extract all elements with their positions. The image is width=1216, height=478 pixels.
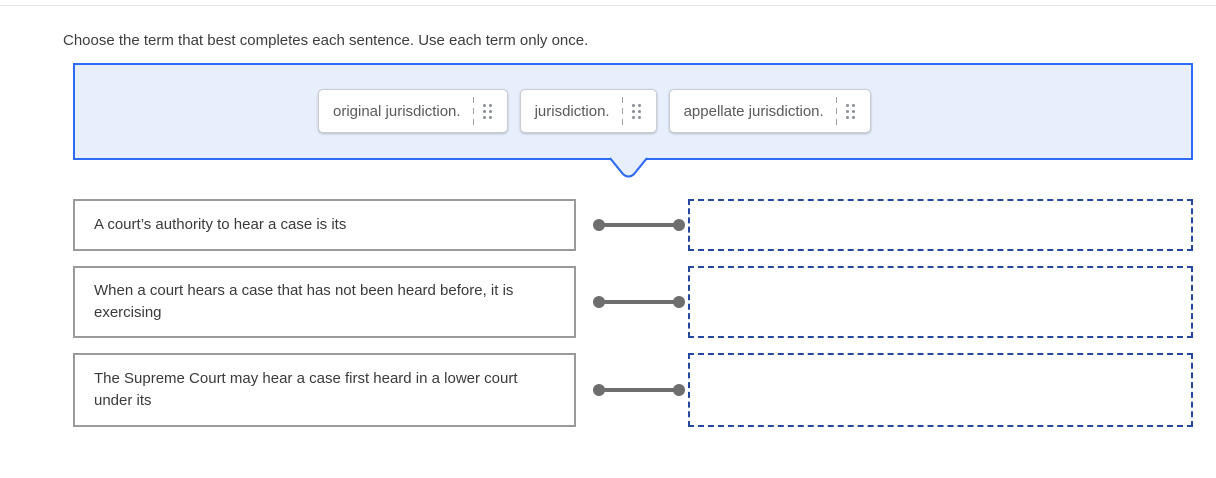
sentence-prompt-1: A court’s authority to hear a case is it… bbox=[73, 199, 576, 251]
connector-bar bbox=[598, 388, 680, 392]
chip-divider bbox=[472, 97, 474, 125]
sentence-text: A court’s authority to hear a case is it… bbox=[94, 216, 347, 233]
term-chip-label: jurisdiction. bbox=[534, 102, 610, 120]
connector-line-1 bbox=[593, 219, 685, 231]
chip-divider bbox=[835, 97, 837, 125]
match-row: When a court hears a case that has not b… bbox=[73, 266, 1193, 338]
answer-dropzone-1[interactable] bbox=[688, 199, 1193, 251]
chip-divider bbox=[621, 97, 623, 125]
sentence-prompt-2: When a court hears a case that has not b… bbox=[73, 266, 576, 338]
connector-bar bbox=[598, 300, 680, 304]
panel-bottom-border-right bbox=[644, 158, 1193, 160]
term-chip-label: original jurisdiction. bbox=[333, 102, 461, 120]
sentence-text: When a court hears a case that has not b… bbox=[94, 282, 514, 321]
match-row: A court’s authority to hear a case is it… bbox=[73, 199, 1193, 251]
instruction-text: Choose the term that best completes each… bbox=[63, 32, 589, 49]
panel-bottom-border-left bbox=[73, 158, 613, 160]
term-chip-label: appellate jurisdiction. bbox=[683, 102, 824, 120]
drag-handle-icon[interactable] bbox=[845, 103, 855, 119]
connector-knob-right bbox=[673, 219, 685, 231]
sentence-text: The Supreme Court may hear a case first … bbox=[94, 370, 518, 409]
drag-handle-icon[interactable] bbox=[482, 103, 492, 119]
connector-line-2 bbox=[593, 296, 685, 308]
term-chip-jurisdiction[interactable]: jurisdiction. bbox=[519, 89, 657, 133]
connector-bar bbox=[598, 223, 680, 227]
term-chip-original-jurisdiction[interactable]: original jurisdiction. bbox=[318, 89, 508, 133]
connector-knob-right bbox=[673, 296, 685, 308]
answer-dropzone-3[interactable] bbox=[688, 353, 1193, 427]
sentence-prompt-3: The Supreme Court may hear a case first … bbox=[73, 353, 576, 427]
term-chip-list: original jurisdiction. jurisdiction. app… bbox=[318, 89, 871, 133]
connector-knob-right bbox=[673, 384, 685, 396]
term-chip-appellate-jurisdiction[interactable]: appellate jurisdiction. bbox=[668, 89, 871, 133]
answer-dropzone-2[interactable] bbox=[688, 266, 1193, 338]
connector-line-3 bbox=[593, 384, 685, 396]
drag-handle-icon[interactable] bbox=[631, 103, 641, 119]
match-row: The Supreme Court may hear a case first … bbox=[73, 353, 1193, 427]
top-separator-rule bbox=[0, 5, 1216, 6]
